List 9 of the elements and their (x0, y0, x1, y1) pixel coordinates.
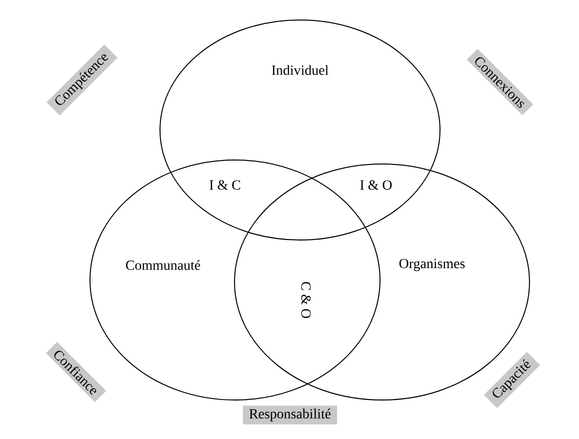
circle-label: Individuel (272, 65, 328, 75)
venn-circle (234, 164, 530, 400)
intersection-label: I & O (360, 180, 392, 190)
circle-label: Communauté (126, 260, 200, 270)
label-box: Responsabilité (242, 406, 338, 424)
intersection-label: I & C (210, 180, 240, 190)
circle-label: Organismes (399, 258, 465, 272)
intersection-label: C & O (301, 282, 311, 318)
venn-circle (160, 20, 440, 240)
